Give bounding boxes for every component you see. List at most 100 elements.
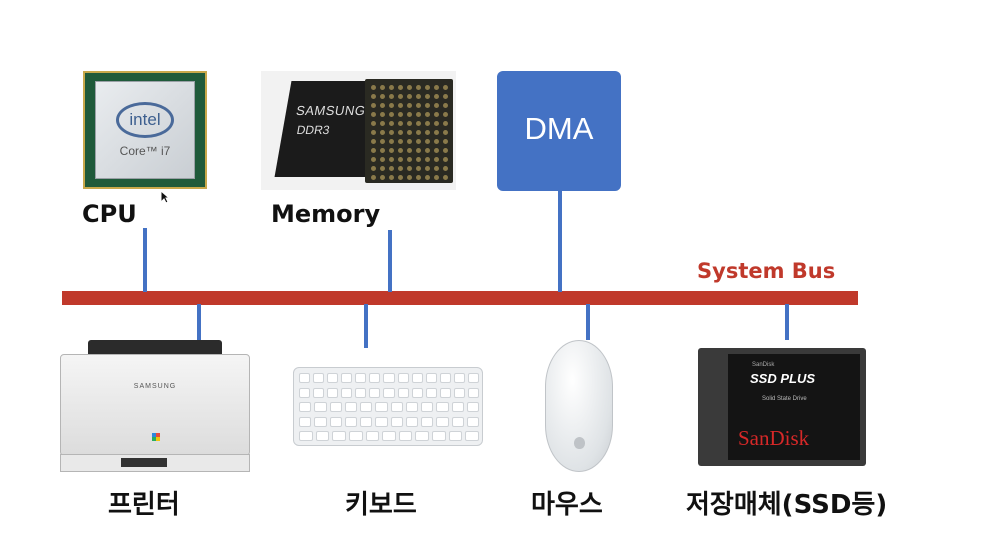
keyboard-key bbox=[421, 402, 434, 412]
memory-solder-ball bbox=[380, 175, 385, 180]
keyboard-key bbox=[341, 373, 353, 383]
mouse-label: 마우스 bbox=[531, 490, 603, 520]
memory-solder-ball bbox=[443, 121, 448, 126]
keyboard-key bbox=[314, 416, 327, 427]
memory-solder-ball bbox=[398, 130, 403, 135]
printer-image: SAMSUNG bbox=[58, 340, 252, 472]
system-bus-line bbox=[62, 291, 858, 305]
dma-connector bbox=[558, 190, 562, 292]
memory-solder-ball bbox=[380, 148, 385, 153]
keyboard-key bbox=[365, 431, 380, 441]
memory-chip-back bbox=[365, 79, 453, 183]
memory-solder-ball bbox=[416, 130, 421, 135]
printer-color-logo bbox=[152, 433, 160, 441]
memory-solder-ball bbox=[371, 103, 376, 108]
memory-solder-ball bbox=[398, 175, 403, 180]
ssd-subtitle-text: Solid State Drive bbox=[762, 396, 807, 402]
memory-solder-ball bbox=[443, 175, 448, 180]
memory-solder-ball bbox=[443, 94, 448, 99]
keyboard-key bbox=[451, 402, 464, 412]
keyboard-key bbox=[327, 373, 339, 383]
memory-solder-ball bbox=[407, 139, 412, 144]
keyboard-key bbox=[467, 373, 479, 383]
keyboard-key bbox=[405, 416, 418, 427]
memory-solder-ball bbox=[380, 139, 385, 144]
memory-solder-ball bbox=[398, 121, 403, 126]
printer-base bbox=[60, 454, 250, 472]
memory-solder-ball bbox=[443, 157, 448, 162]
memory-solder-ball bbox=[443, 103, 448, 108]
memory-solder-ball bbox=[380, 103, 385, 108]
keyboard-key bbox=[355, 387, 367, 398]
printer-tray bbox=[121, 458, 167, 467]
ssd-small-brand: SanDisk bbox=[752, 362, 775, 368]
memory-solder-ball bbox=[371, 130, 376, 135]
keyboard-key bbox=[465, 431, 479, 441]
memory-solder-ball bbox=[425, 112, 430, 117]
memory-solder-ball bbox=[389, 103, 394, 108]
memory-solder-ball bbox=[389, 85, 394, 90]
keyboard-key bbox=[415, 431, 430, 441]
memory-solder-ball bbox=[434, 166, 439, 171]
keyboard-key bbox=[411, 373, 423, 383]
memory-solder-ball bbox=[434, 157, 439, 162]
memory-label: Memory bbox=[271, 200, 381, 228]
memory-solder-ball bbox=[425, 121, 430, 126]
memory-solder-ball bbox=[416, 139, 421, 144]
memory-solder-ball bbox=[434, 121, 439, 126]
memory-solder-ball bbox=[389, 94, 394, 99]
memory-solder-ball bbox=[389, 121, 394, 126]
memory-solder-ball bbox=[398, 85, 403, 90]
keyboard-key bbox=[341, 387, 353, 398]
keyboard-key bbox=[375, 416, 388, 427]
memory-solder-ball bbox=[389, 112, 394, 117]
memory-solder-ball bbox=[434, 85, 439, 90]
memory-solder-ball bbox=[371, 121, 376, 126]
keyboard-key bbox=[436, 416, 449, 427]
keyboard-key bbox=[360, 416, 373, 427]
keyboard-label: 키보드 bbox=[345, 490, 417, 520]
memory-solder-ball bbox=[434, 148, 439, 153]
keyboard-key bbox=[299, 431, 313, 441]
keyboard-key bbox=[439, 373, 451, 383]
cpu-lid: intel Core™ i7 bbox=[95, 81, 195, 179]
memory-solder-ball bbox=[371, 85, 376, 90]
intel-logo-text: intel bbox=[129, 110, 161, 129]
memory-solder-ball bbox=[407, 175, 412, 180]
keyboard-key bbox=[369, 373, 381, 383]
memory-solder-ball bbox=[425, 130, 430, 135]
intel-logo: intel bbox=[116, 102, 174, 138]
memory-solder-ball bbox=[407, 94, 412, 99]
printer-connector bbox=[197, 304, 201, 354]
keyboard-key bbox=[344, 416, 357, 427]
keyboard-key bbox=[299, 387, 311, 398]
memory-solder-ball bbox=[398, 103, 403, 108]
keyboard-key bbox=[453, 373, 465, 383]
keyboard-key bbox=[439, 387, 451, 398]
keyboard-key bbox=[355, 373, 367, 383]
keyboard-key bbox=[299, 402, 312, 412]
keyboard-key bbox=[314, 402, 327, 412]
keyboard-key bbox=[313, 387, 325, 398]
keyboard-key bbox=[375, 402, 388, 412]
keyboard-image bbox=[293, 367, 483, 446]
keyboard-key bbox=[436, 402, 449, 412]
memory-solder-ball bbox=[371, 166, 376, 171]
cpu-label: CPU bbox=[82, 200, 137, 228]
memory-model-text: DDR3 bbox=[295, 123, 331, 137]
keyboard-key bbox=[397, 373, 409, 383]
mouse-image bbox=[545, 340, 613, 472]
printer-body: SAMSUNG bbox=[60, 354, 250, 456]
memory-solder-ball bbox=[371, 94, 376, 99]
memory-solder-ball bbox=[425, 166, 430, 171]
memory-solder-ball bbox=[416, 94, 421, 99]
memory-connector bbox=[388, 230, 392, 292]
keyboard-key bbox=[360, 402, 373, 412]
keyboard-key bbox=[348, 431, 363, 441]
cpu-model-text: Core™ i7 bbox=[119, 144, 171, 158]
system-bus-label: System Bus bbox=[697, 259, 836, 283]
memory-solder-ball bbox=[398, 139, 403, 144]
keyboard-key bbox=[327, 387, 339, 398]
memory-solder-ball bbox=[389, 148, 394, 153]
ssd-product-text: SSD PLUS bbox=[750, 371, 816, 386]
